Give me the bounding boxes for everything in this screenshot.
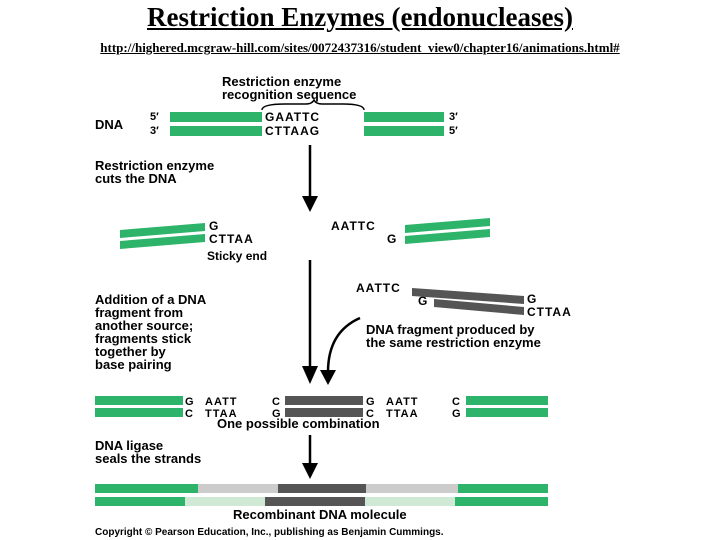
fragment-bottom-right-seq: CTTAA bbox=[527, 305, 572, 319]
dna-top-strand-left bbox=[170, 112, 262, 122]
cut-right-sticky-end: AATTC bbox=[331, 219, 376, 233]
combo-top-seq-1: AATT bbox=[205, 396, 238, 408]
step2-label-line6: base pairing bbox=[95, 357, 172, 372]
recombinant-bottom-light-right bbox=[365, 497, 455, 506]
bottom-sequence: CTTAAG bbox=[265, 124, 320, 138]
dna-top-strand-right bbox=[364, 112, 444, 122]
arrow-head bbox=[302, 366, 318, 384]
cut-right-bottom-base: G bbox=[387, 232, 397, 246]
combo-top-base-4: C bbox=[452, 396, 461, 408]
step1-label-line1: Restriction enzyme bbox=[95, 158, 214, 173]
fragment-top-left-seq: AATTC bbox=[356, 281, 401, 295]
sticky-end-label: Sticky end bbox=[207, 249, 267, 263]
cut-left-top-strand bbox=[120, 223, 205, 238]
curved-arrow-head bbox=[320, 370, 336, 385]
step2-label-line5: together by bbox=[95, 344, 167, 359]
combo-bottom-green-right bbox=[466, 408, 548, 417]
combo-top-seq-2: AATT bbox=[386, 396, 419, 408]
recombinant-bottom-green-left bbox=[95, 497, 185, 506]
recombinant-top-gray bbox=[278, 484, 366, 493]
recombinant-top-light-right bbox=[366, 484, 458, 493]
fragment-bottom-left-base: G bbox=[418, 294, 428, 308]
recombinant-bottom-gray bbox=[265, 497, 365, 506]
combo-bottom-base-3: C bbox=[366, 408, 375, 420]
arrow-head bbox=[302, 463, 318, 479]
step2-label-line4: fragments stick bbox=[95, 331, 192, 346]
fragment-label-line2: the same restriction enzyme bbox=[366, 335, 541, 350]
page-title: Restriction Enzymes (endonucleases) bbox=[147, 2, 573, 32]
combo-top-gray bbox=[285, 396, 363, 405]
combo-bottom-seq-1: TTAA bbox=[205, 408, 238, 420]
combo-top-green-right bbox=[466, 396, 548, 405]
step1-label-line2: cuts the DNA bbox=[95, 171, 177, 186]
arrow-head bbox=[302, 196, 318, 212]
combo-top-base-1: G bbox=[185, 396, 195, 408]
step2-label-line1: Addition of a DNA bbox=[95, 292, 207, 307]
step2-label-line3: another source; bbox=[95, 318, 193, 333]
three-prime-left: 3′ bbox=[150, 125, 159, 137]
step3-label-line1: DNA ligase bbox=[95, 438, 163, 453]
dna-label: DNA bbox=[95, 117, 124, 132]
five-prime-left: 5′ bbox=[150, 111, 159, 123]
cut-left-top-base: G bbox=[209, 219, 219, 233]
source-link[interactable]: http://highered.mcgraw-hill.com/sites/00… bbox=[100, 40, 620, 55]
recombinant-bottom-green-right bbox=[455, 497, 548, 506]
fragment-bottom-strand bbox=[434, 299, 524, 315]
recombinant-label: Recombinant DNA molecule bbox=[233, 507, 407, 522]
cut-left-bottom-strand bbox=[120, 234, 205, 249]
fragment-label-line1: DNA fragment produced by bbox=[366, 322, 535, 337]
step3-label-line2: seals the strands bbox=[95, 451, 201, 466]
combo-bottom-gray bbox=[285, 408, 363, 417]
cut-right-bottom-strand bbox=[405, 229, 490, 244]
recombinant-top-green-left bbox=[95, 484, 198, 493]
combo-bottom-seq-2: TTAA bbox=[386, 408, 419, 420]
dna-bottom-strand-left bbox=[170, 126, 262, 136]
combo-top-base-3: G bbox=[366, 396, 376, 408]
five-prime-right: 5′ bbox=[449, 125, 458, 137]
top-sequence: GAATTC bbox=[265, 110, 320, 124]
fragment-top-right-base: G bbox=[527, 292, 537, 306]
combo-bottom-base-4: G bbox=[452, 408, 462, 420]
copyright-notice: Copyright © Pearson Education, Inc., pub… bbox=[95, 527, 444, 538]
three-prime-right: 3′ bbox=[449, 111, 458, 123]
recognition-label-line1: Restriction enzyme bbox=[222, 74, 341, 89]
combo-bottom-base-1: C bbox=[185, 408, 194, 420]
recombinant-top-green-right bbox=[458, 484, 548, 493]
cut-right-top-strand bbox=[405, 218, 490, 233]
recombinant-top-light-left bbox=[198, 484, 278, 493]
combo-bottom-green-left bbox=[95, 408, 183, 417]
fragment-top-strand bbox=[412, 288, 524, 304]
cut-left-sticky-end: CTTAA bbox=[209, 232, 254, 246]
combo-bottom-base-2: G bbox=[272, 408, 282, 420]
step2-label-line2: fragment from bbox=[95, 305, 183, 320]
recognition-label-line2: recognition sequence bbox=[222, 87, 356, 102]
dna-bottom-strand-right bbox=[364, 126, 444, 136]
curved-arrow-line bbox=[326, 316, 361, 373]
recombinant-bottom-light-left bbox=[185, 497, 265, 506]
combo-top-base-2: C bbox=[272, 396, 281, 408]
combo-top-green-left bbox=[95, 396, 183, 405]
recognition-brace bbox=[261, 98, 365, 111]
combination-label: One possible combination bbox=[217, 416, 380, 431]
